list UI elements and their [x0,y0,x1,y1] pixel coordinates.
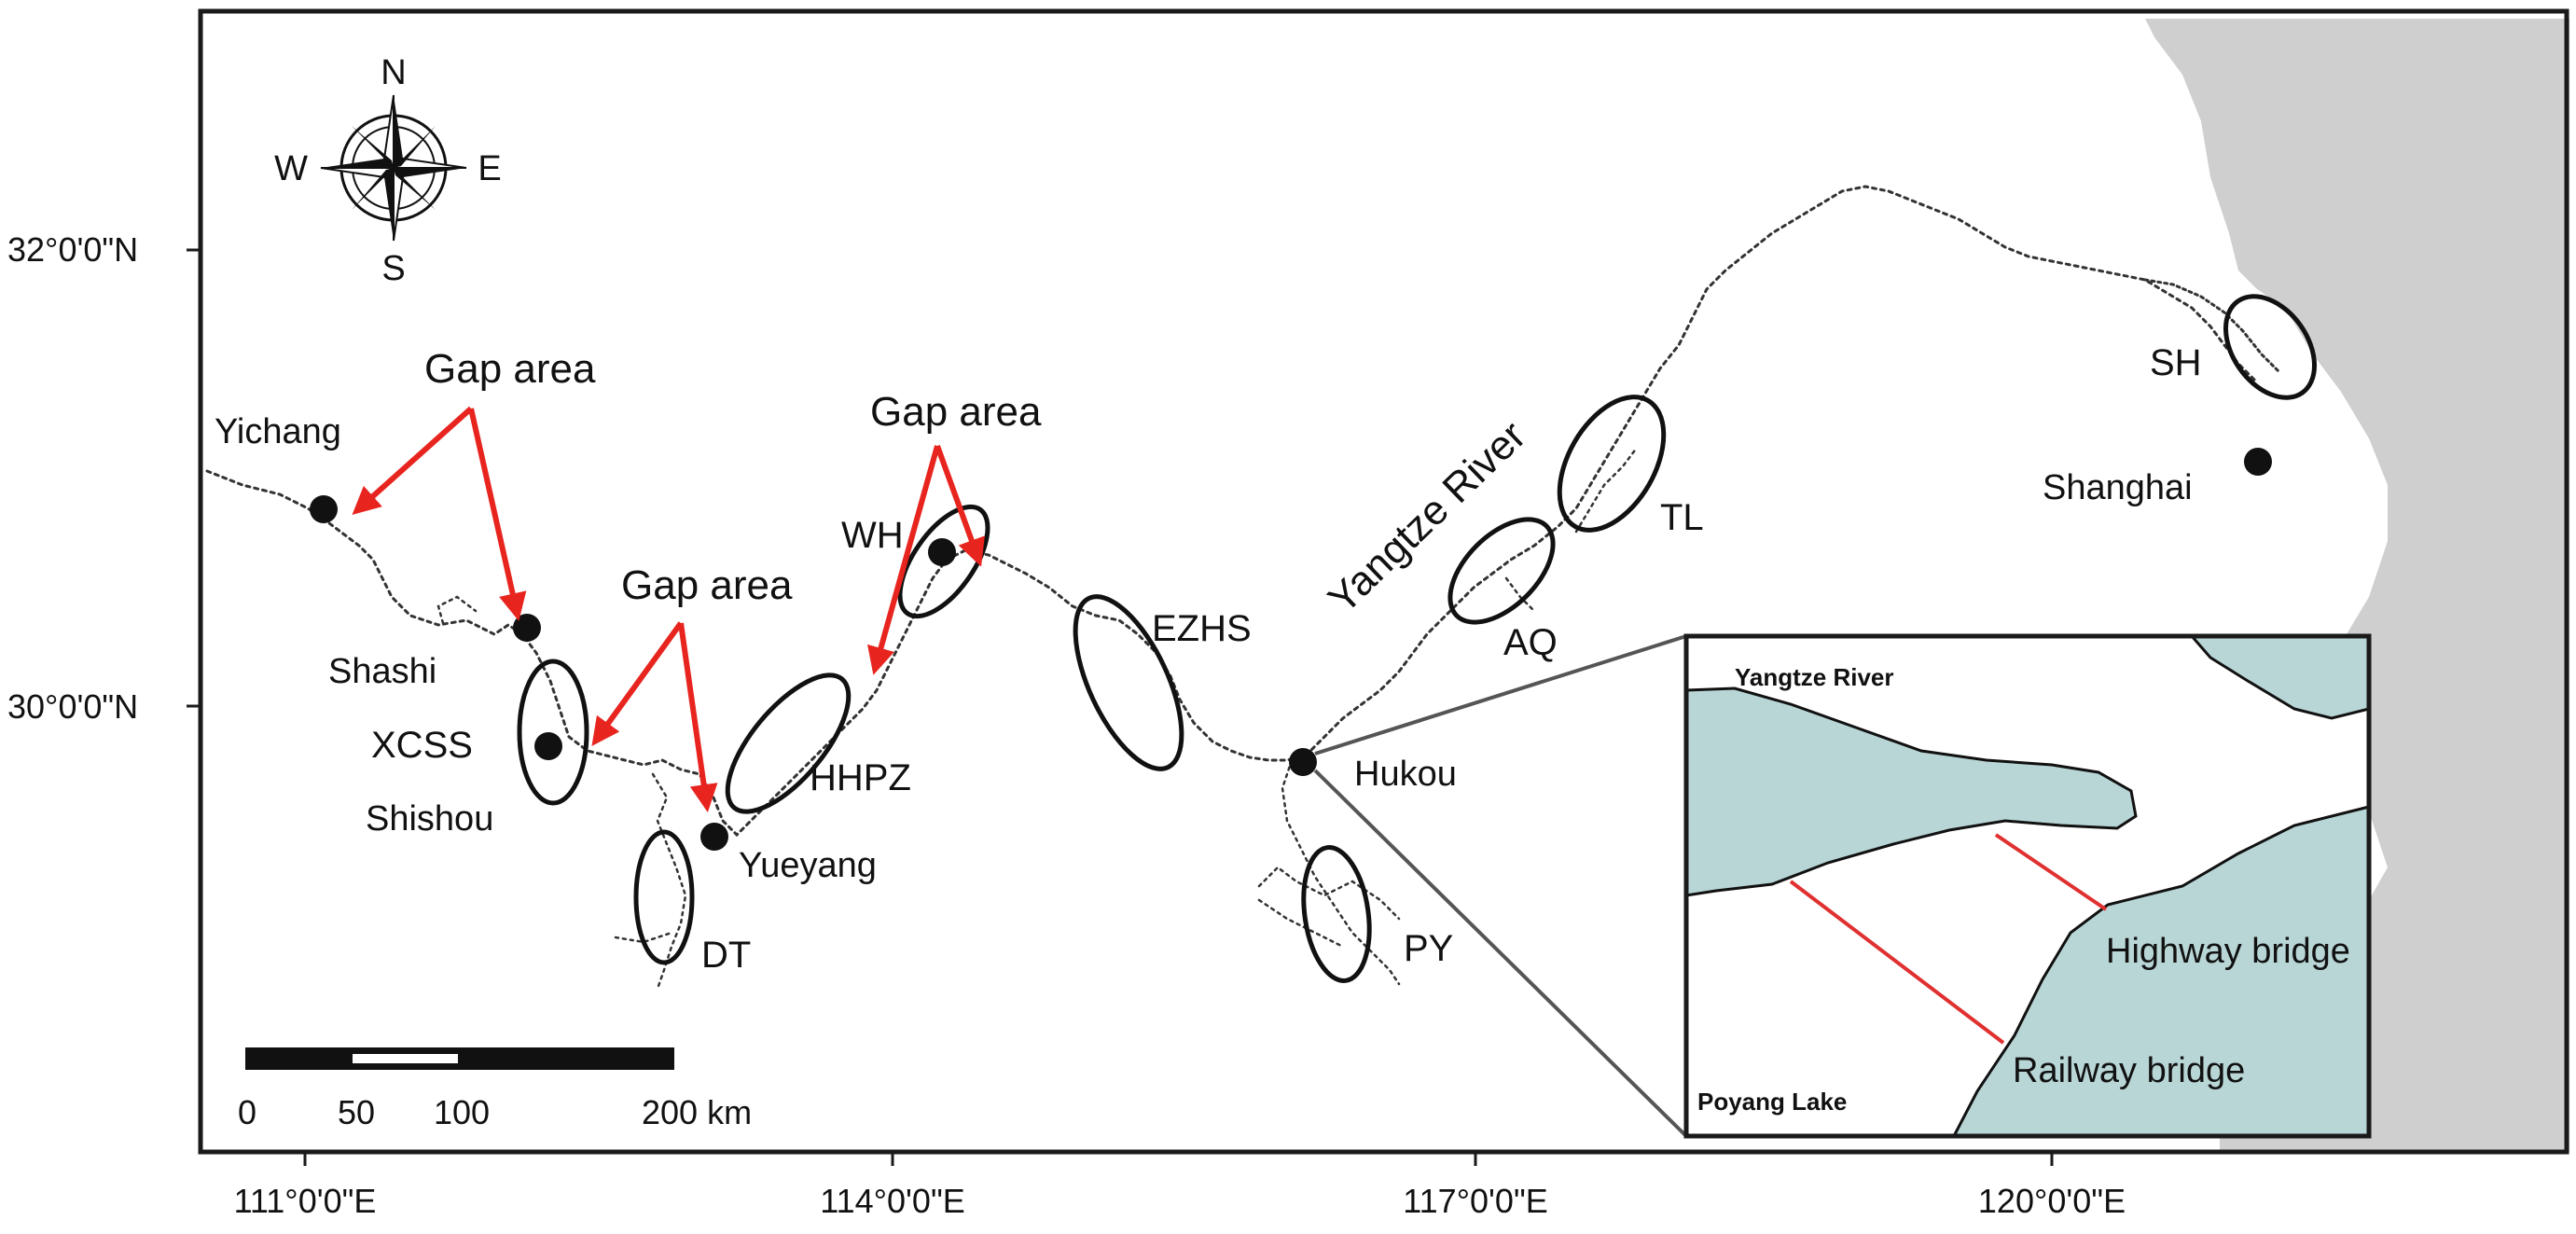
city-label-yueyang: Yueyang [739,846,877,885]
gap-label-2: Gap area [621,562,793,608]
scale-bar [245,1047,674,1070]
compass-rose [320,94,467,242]
city-dot-hukou [1289,748,1317,776]
scale-tick-50: 50 [338,1093,375,1131]
city-label-shishou: Shishou [366,799,493,839]
section-label-wh: WH [841,515,904,556]
section-label-aq: AQ [1503,622,1558,663]
railway-bridge-line [1789,880,2005,1045]
section-label-dt: DT [701,935,751,976]
inset-river-label: Yangtze River [1735,663,1894,691]
inset-connectors [1313,634,1688,1138]
yangtze-river [205,185,2282,991]
gap-label-3: Gap area [870,389,1042,435]
axis-ticks [187,248,2054,1166]
compass-n: N [381,53,406,92]
lon-label-111: 111°0'0"E [234,1182,377,1220]
inset-railway-label: Railway bridge [2013,1051,2245,1090]
city-dot-wh [928,538,956,566]
island [2393,748,2419,767]
lat-label-30: 30°0'0"N [7,687,138,726]
ellipse-tl [1557,395,1667,533]
city-markers [310,448,2272,851]
sea-area [2145,19,2569,1152]
ellipse-hhpz [725,672,852,814]
lon-label-117: 117°0'0"E [1403,1182,1548,1220]
city-dot-shanghai [2244,448,2272,476]
lon-label-120: 120°0'0"E [1978,1182,2126,1220]
ellipse-wh [897,504,990,619]
map-frame [198,8,2569,1155]
island [2405,687,2454,721]
compass-e: E [478,149,501,188]
compass-s: S [381,249,405,288]
ellipse-py [1301,845,1372,983]
highway-bridge-line [1994,833,2108,911]
lat-label-32: 32°0'0"N [7,230,138,269]
section-label-tl: TL [1660,497,1704,538]
section-label-sh: SH [2150,342,2202,383]
ellipse-dt [633,829,695,965]
scale-tick-200: 200 km [642,1093,752,1131]
ellipse-sh [2223,294,2318,400]
section-label-ezhs: EZHS [1152,608,1252,649]
city-label-hukou: Hukou [1354,755,1457,794]
section-ellipses [517,294,2318,983]
city-label-shanghai: Shanghai [2043,468,2193,507]
compass-w: W [274,149,308,188]
section-label-py: PY [1404,928,1453,969]
river-label: Yangtze River [1320,412,1534,622]
scale-tick-100: 100 [434,1093,490,1131]
ellipse-aq [1447,517,1556,625]
gap-label-1: Gap area [424,346,596,392]
city-dot-yichang [310,495,338,523]
ellipse-ezhs [1073,594,1184,771]
inset-highway-label: Highway bridge [2106,932,2350,971]
gap-arrows [352,406,985,812]
city-label-yichang: Yichang [215,412,341,451]
city-dot-yueyang [700,823,728,851]
ellipse-xcss [517,659,589,806]
inset-lake-label: Poyang Lake [1697,1088,1847,1116]
section-label-xcss: XCSS [371,725,473,766]
city-label-shashi: Shashi [328,652,436,691]
scale-tick-0: 0 [238,1093,256,1131]
city-dot-shashi [513,614,541,642]
island [2417,806,2433,817]
city-dot-shishou [534,732,562,760]
inset-map [1683,633,2372,1139]
lon-label-114: 114°0'0"E [820,1182,965,1220]
section-label-hhpz: HHPZ [810,757,911,798]
